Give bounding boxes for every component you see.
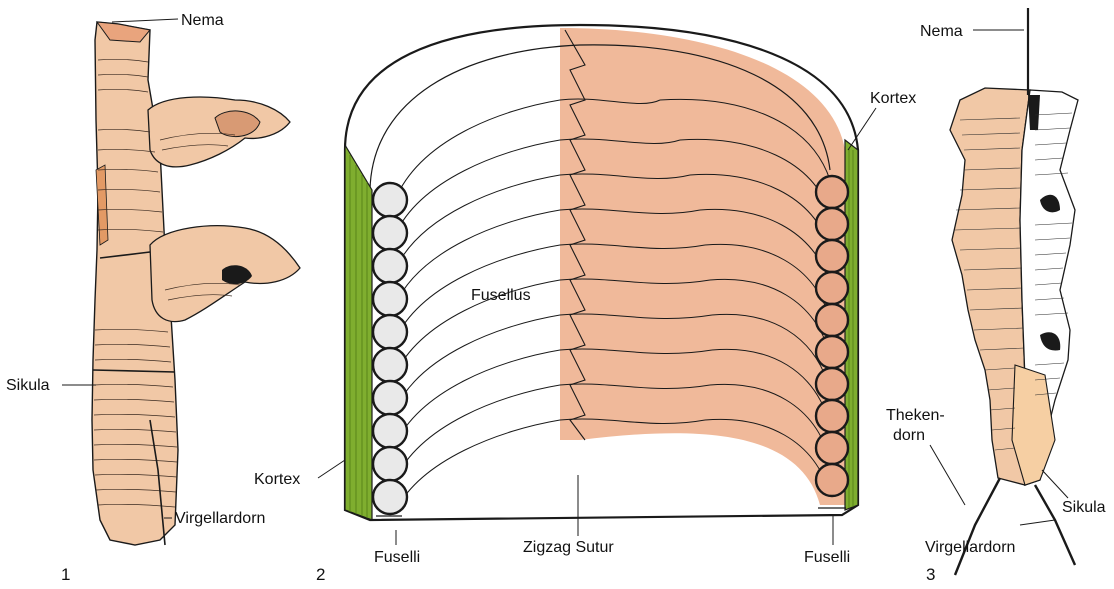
- panel-2-kortex-left-leader: [318, 460, 345, 478]
- panel-3-sikula-label: Sikula: [1062, 499, 1106, 516]
- panel-2-fuselli-left-label: Fuselli: [374, 549, 420, 566]
- panel-3-thecal-spine: [955, 478, 1000, 575]
- panel-3-virgella-spine: [1035, 485, 1075, 565]
- panel-2-kortex-left-label: Kortex: [254, 471, 300, 488]
- panel-3-theken-leader: [930, 445, 965, 505]
- panel-2-cortex-left: [345, 145, 372, 520]
- panel-2-fusellus-label: Fusellus: [471, 287, 531, 304]
- panel-3-virgellardorn-leader: [1020, 520, 1055, 525]
- panel-1-rhabdosome: Nema Sikula Virgellardorn 1: [6, 12, 300, 584]
- panel-2-kortex-right-label: Kortex: [870, 90, 916, 107]
- panel-1-number: 1: [61, 565, 70, 584]
- panel-3-virgellardorn-label: Virgellardorn: [925, 539, 1015, 556]
- panel-1-virgellardorn-label: Virgellardorn: [175, 510, 265, 527]
- panel-1-nema-leader: [112, 19, 178, 22]
- panel-1-theca-upper: [148, 97, 290, 167]
- panel-3-rhabdosome: Nema Theken- dorn Sikula Virgellardorn 3: [886, 8, 1106, 584]
- panel-2-fuselli-right-label: Fuselli: [804, 549, 850, 566]
- panel-1-nema-label: Nema: [181, 12, 224, 29]
- panel-2-wall-section: Kortex Kortex Fusellus Fuselli Fuselli Z…: [254, 25, 916, 584]
- panel-3-theken-label-line1: Theken-: [886, 407, 945, 424]
- panel-2-tissue-region: [560, 28, 845, 505]
- panel-2-number: 2: [316, 565, 325, 584]
- panel-3-theken-label-line2: dorn: [893, 427, 925, 444]
- panel-3-sikula-leader: [1042, 470, 1068, 498]
- panel-2-zigzag-label: Zigzag Sutur: [523, 539, 614, 556]
- panel-3-number: 3: [926, 565, 935, 584]
- panel-3-nema-label: Nema: [920, 23, 963, 40]
- panel-1-sikula-label: Sikula: [6, 377, 50, 394]
